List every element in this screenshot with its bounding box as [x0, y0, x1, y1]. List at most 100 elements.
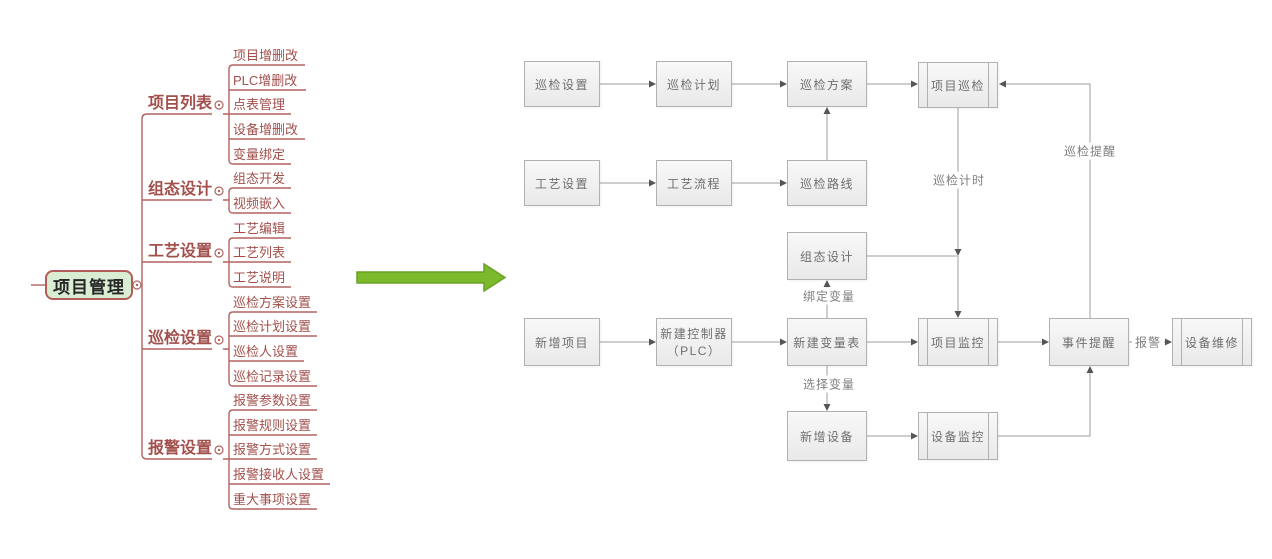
collapse-toggle-icon[interactable] [214, 335, 224, 345]
mindmap-leaf[interactable]: 重大事项设置 [233, 492, 312, 507]
edge-label-bind-variable: 绑定变量 [799, 287, 859, 305]
mindmap-leaf[interactable]: 巡检计划设置 [233, 319, 312, 334]
arrowhead [999, 80, 1006, 88]
flowchart-arrowheads [649, 80, 1172, 440]
mindmap-toggle-links [223, 113, 229, 460]
mindmap-leaf[interactable]: 视频嵌入 [233, 196, 286, 211]
subprocess-bar [1181, 319, 1182, 365]
mindmap-leaf[interactable]: PLC增删改 [233, 73, 298, 88]
node-label: 工艺设置 [534, 176, 589, 191]
mindmap-leaf[interactable]: 报警接收人设置 [233, 467, 325, 482]
mindmap-leaf[interactable]: 工艺列表 [233, 245, 286, 260]
arrowhead [780, 179, 787, 187]
flow-node-project-inspection[interactable]: 项目巡检 [918, 62, 998, 108]
flow-node-process-flow[interactable]: 工艺流程 [656, 160, 732, 206]
node-label: 设备监控 [930, 429, 985, 444]
mindmap-leaf[interactable]: 设备增删改 [233, 122, 299, 137]
subprocess-bar [988, 319, 989, 365]
subprocess-bar [927, 63, 928, 107]
arrowhead [780, 338, 787, 346]
mindmap-branch-configuration-design[interactable]: 组态设计 [147, 181, 212, 198]
mindmap-leaf[interactable]: 工艺编辑 [233, 221, 286, 236]
mindmap-leaf[interactable]: 组态开发 [233, 171, 286, 186]
flow-node-inspection-plan[interactable]: 巡检计划 [656, 61, 732, 107]
subprocess-bar [988, 63, 989, 107]
subprocess-bar [927, 413, 928, 459]
arrowhead [649, 338, 656, 346]
mindmap-root-node[interactable]: 项目管理 [45, 270, 133, 300]
flow-node-inspection-settings[interactable]: 巡检设置 [524, 61, 600, 107]
edge-label-select-variable: 选择变量 [799, 375, 859, 393]
mindmap-leaf[interactable]: 巡检人设置 [233, 344, 299, 359]
flow-node-new-equipment[interactable]: 新增设备 [787, 411, 867, 461]
arrowhead [954, 311, 962, 318]
mindmap-branch-process-settings[interactable]: 工艺设置 [147, 243, 212, 260]
subprocess-bar [988, 413, 989, 459]
arrowhead [1042, 338, 1049, 346]
mindmap-branch-alarm-settings[interactable]: 报警设置 [147, 440, 212, 457]
flow-node-configuration-design[interactable]: 组态设计 [787, 232, 867, 280]
arrowhead [911, 80, 918, 88]
edge-label-alarm: 报警 [1131, 333, 1165, 351]
mindmap-leaf[interactable]: 报警参数设置 [233, 393, 312, 408]
flow-node-event-reminder[interactable]: 事件提醒 [1049, 318, 1129, 366]
arrowhead [1086, 366, 1094, 373]
mindmap-spine [141, 113, 212, 460]
mindmap-branch-project-list[interactable]: 项目列表 [147, 95, 212, 112]
mindmap-toggles [132, 100, 224, 455]
arrowhead [1165, 338, 1172, 346]
flow-node-inspection-scheme[interactable]: 巡检方案 [787, 61, 867, 107]
flow-node-inspection-route[interactable]: 巡检路线 [787, 160, 867, 206]
arrowhead [780, 80, 787, 88]
flow-node-new-project[interactable]: 新增项目 [524, 318, 600, 366]
node-label: 巡检设置 [534, 77, 589, 92]
node-label: 事件提醒 [1061, 335, 1116, 350]
mindmap-branch-inspection-settings[interactable]: 巡检设置 [147, 330, 212, 347]
flow-node-equipment-maintenance[interactable]: 设备维修 [1172, 318, 1252, 366]
node-label: 工艺流程 [666, 176, 721, 191]
edge [998, 373, 1091, 437]
mindmap-leaf[interactable]: 变量绑定 [233, 147, 286, 162]
flow-node-new-variable-table[interactable]: 新建变量表 [787, 318, 867, 366]
mindmap-leaf[interactable]: 巡检方案设置 [233, 295, 312, 310]
flow-node-new-controller-plc[interactable]: 新建控制器（PLC） [656, 318, 732, 366]
collapse-toggle-icon[interactable] [132, 280, 142, 290]
collapse-toggle-icon[interactable] [214, 186, 224, 196]
flow-node-equipment-monitoring[interactable]: 设备监控 [918, 412, 998, 460]
edge-label-inspection-timer: 巡检计时 [929, 171, 989, 189]
mindmap-leaf[interactable]: 点表管理 [233, 97, 286, 112]
flowchart-edges [600, 83, 1165, 437]
collapse-toggle-icon[interactable] [214, 248, 224, 258]
transform-arrow-icon [356, 262, 507, 293]
arrowhead [823, 280, 831, 287]
collapse-toggle-icon[interactable] [214, 445, 224, 455]
mindmap-leaf[interactable]: 项目增删改 [233, 48, 299, 63]
arrowhead [911, 338, 918, 346]
mindmap-leaf[interactable]: 报警方式设置 [233, 442, 312, 457]
mindmap-leaf-lines-2 [228, 187, 291, 214]
flow-node-project-monitoring[interactable]: 项目监控 [918, 318, 998, 366]
arrowhead [649, 179, 656, 187]
edge [1006, 83, 1091, 318]
mindmap-leaf[interactable]: 报警规则设置 [233, 418, 312, 433]
mindmap-leaf[interactable]: 巡检记录设置 [233, 369, 312, 384]
collapse-toggle-icon[interactable] [214, 100, 224, 110]
mindmap-leaf-lines-3 [228, 237, 291, 288]
mindmap-leaf-lines-5 [228, 409, 330, 510]
arrowhead [823, 404, 831, 411]
node-label-line2: （PLC） [666, 344, 722, 358]
flow-node-process-settings[interactable]: 工艺设置 [524, 160, 600, 206]
node-label: 设备维修 [1184, 335, 1239, 350]
mindmap-leaf-lines-1 [228, 64, 306, 165]
node-label: 巡检路线 [799, 176, 854, 191]
subprocess-bar [1242, 319, 1243, 365]
node-label: 巡检方案 [799, 77, 854, 92]
node-label: 新增设备 [799, 429, 854, 444]
mindmap-connectors [31, 64, 330, 510]
node-label: 项目巡检 [930, 78, 985, 93]
mindmap-leaf[interactable]: 工艺说明 [233, 270, 286, 285]
subprocess-bar [927, 319, 928, 365]
node-label: 组态设计 [799, 249, 854, 264]
